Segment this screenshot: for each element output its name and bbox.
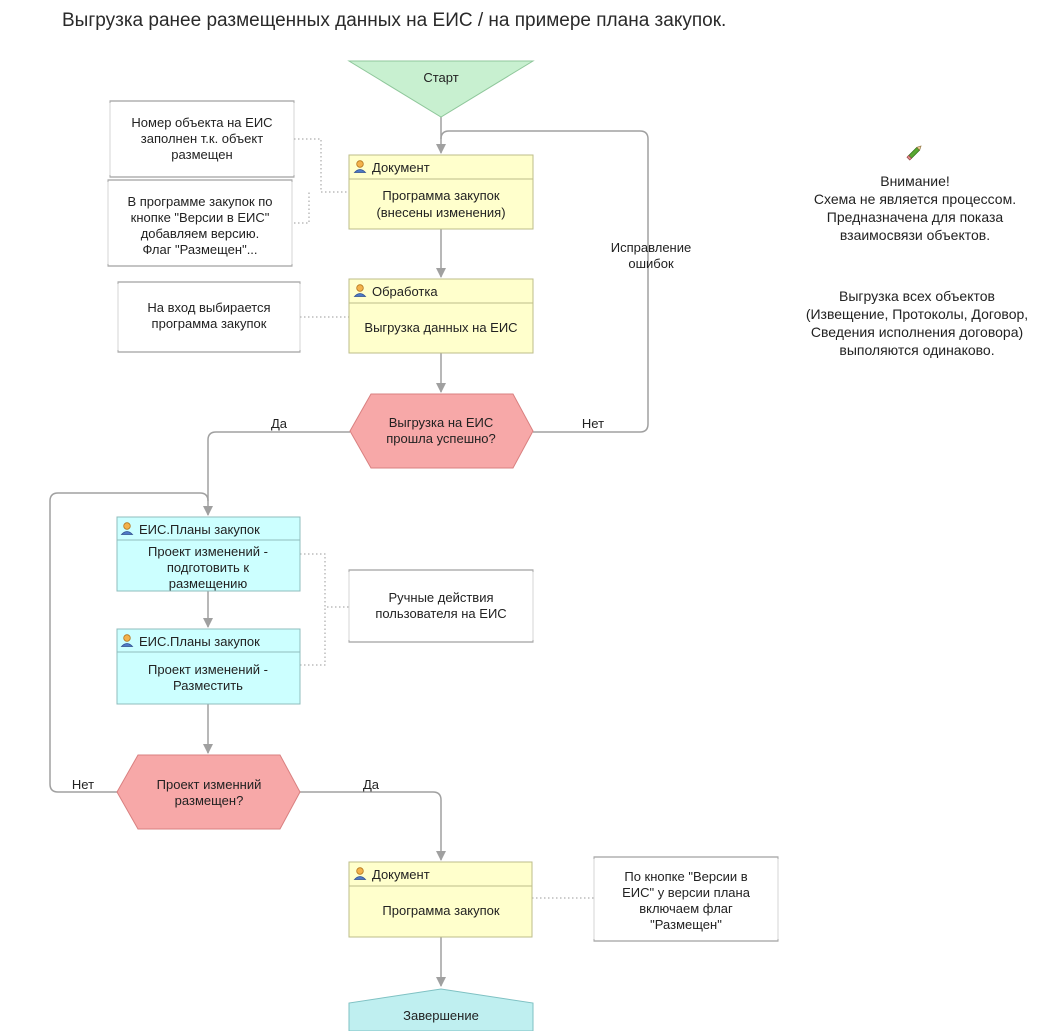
- side-note-text: выполяются одинаково.: [839, 342, 994, 358]
- yes-label: Да: [363, 777, 380, 792]
- note-text: пользователя на ЕИС: [375, 606, 506, 621]
- connector-decision-no-loop: [440, 130, 649, 433]
- side-note-text: Выгрузка всех объектов: [839, 288, 995, 304]
- task-text: Разместить: [173, 678, 243, 693]
- task-text: Выгрузка данных на ЕИС: [364, 320, 517, 335]
- yes-label: Да: [271, 416, 288, 431]
- loop-label: ошибок: [628, 256, 674, 271]
- side-note-text: Внимание!: [880, 173, 950, 189]
- decision-text: Выгрузка на ЕИС: [389, 415, 494, 430]
- decision-text: размещен?: [175, 793, 244, 808]
- side-note-text: (Извещение, Протоколы, Договор,: [806, 306, 1028, 322]
- note-2: В программе закупок по кнопке "Версии в …: [107, 179, 293, 267]
- note-4: Ручные действия пользователя на ЕИС: [348, 569, 534, 643]
- task-document-1[interactable]: Документ Программа закупок (внесены изме…: [348, 154, 534, 230]
- note-text: размещен: [171, 147, 232, 162]
- task-text: (внесены изменения): [376, 205, 505, 220]
- end-label: Завершение: [403, 1008, 479, 1023]
- side-note-attention: Внимание! Схема не является процессом. П…: [814, 145, 1016, 243]
- note-text: программа закупок: [152, 316, 267, 331]
- pencil-icon: [906, 145, 922, 161]
- no-label: Нет: [582, 416, 604, 431]
- decision-upload-success[interactable]: Выгрузка на ЕИС прошла успешно?: [349, 393, 534, 469]
- note-text: По кнопке "Версии в: [624, 869, 747, 884]
- note-text: Ручные действия: [388, 590, 493, 605]
- side-note-text: взаимосвязи объектов.: [840, 227, 990, 243]
- note-text: включаем флаг: [639, 901, 733, 916]
- decision-text: Проект изменний: [157, 777, 262, 792]
- task-text: Программа закупок: [382, 188, 500, 203]
- note-1: Номер объекта на ЕИС заполнен т.к. объек…: [109, 100, 295, 178]
- task-eis-plans-2[interactable]: ЕИС.Планы закупок Проект изменений - Раз…: [116, 628, 301, 705]
- decision-project-placed[interactable]: Проект изменний размещен?: [116, 754, 301, 830]
- no-label: Нет: [72, 777, 94, 792]
- note-5: По кнопке "Версии в ЕИС" у версии плана …: [593, 856, 779, 942]
- task-text: размещению: [169, 576, 248, 591]
- start-label: Старт: [423, 70, 458, 85]
- task-header: ЕИС.Планы закупок: [139, 634, 260, 649]
- task-text: Программа закупок: [382, 903, 500, 918]
- note-text: добавляем версию.: [141, 226, 260, 241]
- note-text: Номер объекта на ЕИС: [131, 115, 272, 130]
- connector-decision-yes: [203, 431, 350, 516]
- start-node[interactable]: Старт: [347, 60, 535, 118]
- note-links: [294, 138, 594, 899]
- task-header: ЕИС.Планы закупок: [139, 522, 260, 537]
- side-note-text: Схема не является процессом.: [814, 191, 1016, 207]
- connectors: [49, 117, 649, 987]
- page-title: Выгрузка ранее размещенных данных на ЕИС…: [62, 10, 727, 31]
- connector-decision2-yes: [300, 791, 446, 861]
- end-node[interactable]: Завершение: [348, 988, 534, 1031]
- side-note-text: Предназначена для показа: [827, 209, 1004, 225]
- note-text: ЕИС" у версии плана: [622, 885, 751, 900]
- connector-decision2-no-loop: [49, 492, 209, 793]
- note-text: В программе закупок по: [127, 194, 272, 209]
- decision-text: прошла успешно?: [386, 431, 496, 446]
- note-text: "Размещен": [650, 917, 722, 932]
- task-header: Обработка: [372, 284, 438, 299]
- note-text: Флаг "Размещен"...: [142, 242, 257, 257]
- task-processing[interactable]: Обработка Выгрузка данных на ЕИС: [348, 278, 534, 354]
- note-text: кнопке "Версии в ЕИС": [131, 210, 270, 225]
- task-text: подготовить к: [167, 560, 250, 575]
- note-text: заполнен т.к. объект: [141, 131, 263, 146]
- task-document-2[interactable]: Документ Программа закупок: [348, 861, 533, 938]
- task-text: Проект изменений -: [148, 544, 268, 559]
- loop-label: Исправление: [611, 240, 691, 255]
- task-eis-plans-1[interactable]: ЕИС.Планы закупок Проект изменений - под…: [116, 516, 301, 592]
- side-note-text: Сведения исполнения договора): [811, 324, 1023, 340]
- note-3: На вход выбирается программа закупок: [117, 281, 301, 353]
- task-header: Документ: [372, 867, 430, 882]
- side-note-upload-all: Выгрузка всех объектов (Извещение, Прото…: [806, 288, 1028, 358]
- note-text: На вход выбирается: [147, 300, 270, 315]
- task-header: Документ: [372, 160, 430, 175]
- task-text: Проект изменений -: [148, 662, 268, 677]
